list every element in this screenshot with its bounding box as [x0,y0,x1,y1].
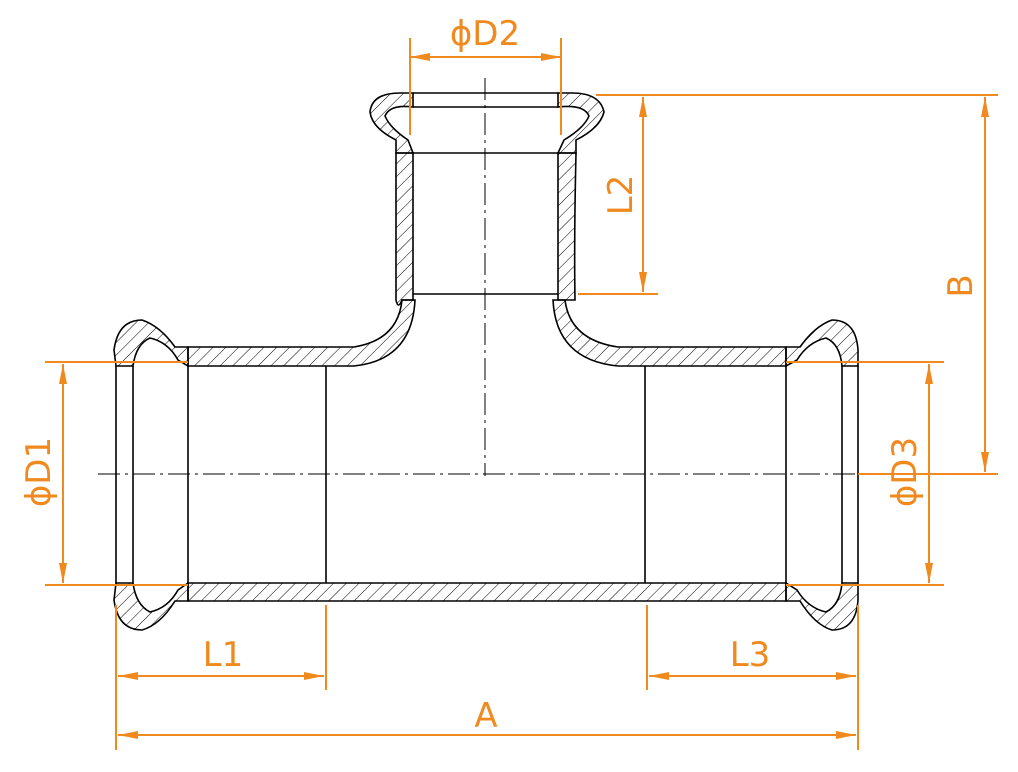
label-l2: L2 [601,175,641,216]
right-socket-bead [785,319,859,368]
label-a: A [474,696,497,736]
run-top-wall-right [552,299,787,367]
top-socket-bead-right [556,92,605,154]
left-socket-bead-bottom [113,581,189,631]
label-l1: L1 [203,635,244,675]
label-b: B [941,274,981,297]
branch-right-wall [557,152,577,301]
label-l3: L3 [730,635,771,675]
left-socket-bead [113,319,189,368]
label-d3: ϕD3 [885,437,925,507]
center-lines [98,78,875,476]
right-socket-bead-bottom [785,581,859,631]
label-d2: ϕD2 [450,14,520,54]
run-bottom-wall [187,582,787,602]
branch-left-wall [395,152,414,306]
run-top-wall [187,299,416,367]
label-d1: ϕD1 [19,437,59,507]
dimension-labels: ϕD2 L1 L3 A L2 B ϕD1 ϕD3 [19,14,981,736]
dimensions [45,38,998,750]
top-socket-bead [369,92,415,154]
fitting-body [113,92,859,631]
